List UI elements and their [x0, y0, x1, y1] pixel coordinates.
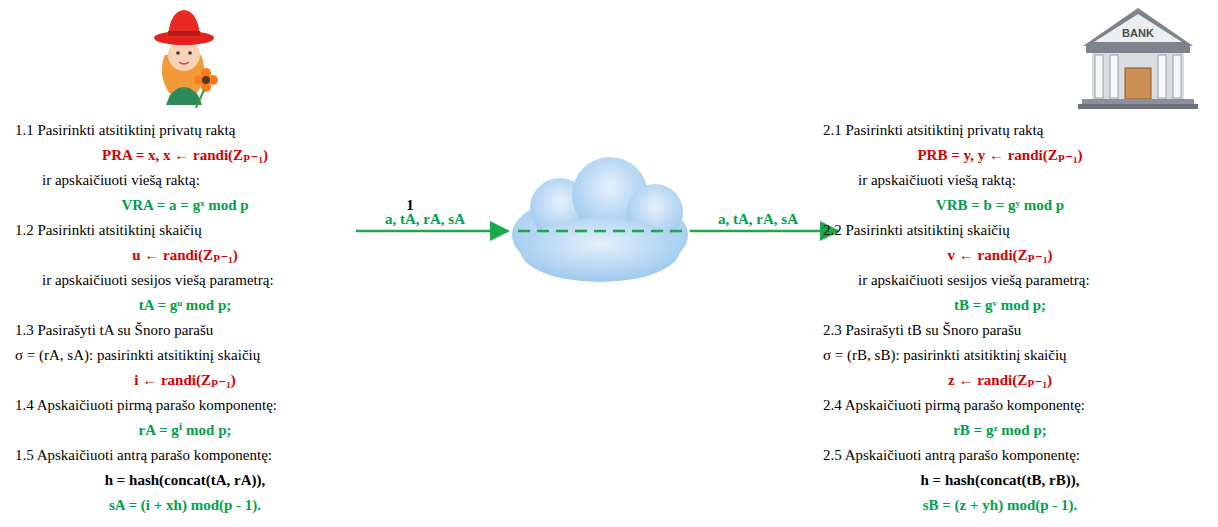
- formula: PRB = y, y ← randi(Zₚ₋₁): [917, 146, 1082, 164]
- formula: i ← randi(Zₚ₋₁): [134, 371, 236, 389]
- formula: z ← randi(Zₚ₋₁): [948, 371, 1052, 389]
- step-text: 2.2 Pasirinkti atsitiktinį skaičių: [823, 221, 1010, 239]
- step-text: ir apskaičiuoti viešą raktą:: [858, 171, 1016, 189]
- step-text: 2.3 Pasirašyti tB su Šnoro parašu: [823, 321, 1021, 339]
- step-text: ir apskaičiuoti sesijos viešą parametrą:: [42, 271, 274, 289]
- step-text: σ = (rA, sA): pasirinkti atsitiktinį ska…: [15, 346, 260, 364]
- step-text: 1.5 Apskaičiuoti antrą parašo komponentę…: [15, 446, 272, 464]
- formula: VRA = a = gˣ mod p: [121, 196, 248, 214]
- message-label: a, tA, rA, sA: [718, 210, 798, 228]
- network-cloud: [512, 157, 688, 282]
- message-arrow: [690, 230, 838, 233]
- step-text: 2.1 Pasirinkti atsitiktinį privatų raktą: [823, 121, 1043, 139]
- bank-label-box: BANK: [1113, 26, 1163, 40]
- formula: sA = (i + xh) mod(p - 1).: [109, 496, 261, 514]
- step-text: ir apskaičiuoti viešą raktą:: [42, 171, 200, 189]
- girl-icon: [154, 10, 218, 108]
- step-text: 1.2 Pasirinkti atsitiktinį skaičių: [15, 221, 202, 239]
- message-arrow: [356, 230, 508, 233]
- bank-icon: [1078, 8, 1198, 109]
- formula: tB = gᵛ mod p;: [954, 296, 1046, 314]
- bank-sign: BANK: [1122, 27, 1154, 39]
- formula: sB = (z + yh) mod(p - 1).: [923, 496, 1078, 514]
- step-text: σ = (rB, sB): pasirinkti atsitiktinį ska…: [823, 346, 1067, 364]
- step-text: 1.4 Apskaičiuoti pirmą parašo komponentę…: [15, 396, 277, 414]
- formula: v ← randi(Zₚ₋₁): [948, 246, 1053, 264]
- formula: h = hash(concat(tB, rB)),: [921, 471, 1080, 489]
- formula: PRA = x, x ← randi(Zₚ₋₁): [102, 146, 268, 164]
- step-text: 1.1 Pasirinkti atsitiktinį privatų raktą: [15, 121, 235, 139]
- message-label: a, tA, rA, sA: [385, 210, 465, 228]
- formula: rB = gᶻ mod p;: [953, 421, 1047, 439]
- formula: rA = gⁱ mod p;: [139, 421, 232, 439]
- formula: h = hash(concat(tA, rA)),: [105, 471, 266, 489]
- step-text: 2.5 Apskaičiuoti antrą parašo komponentę…: [823, 446, 1080, 464]
- step-text: 1.3 Pasirašyti tA su Šnoro parašu: [15, 321, 213, 339]
- dashed-line: [518, 230, 682, 233]
- formula: u ← randi(Zₚ₋₁): [132, 246, 238, 264]
- step-text: ir apskaičiuoti sesijos viešą parametrą:: [858, 271, 1090, 289]
- step-text: 2.4 Apskaičiuoti pirmą parašo komponentę…: [823, 396, 1085, 414]
- formula: VRB = b = gʸ mod p: [936, 196, 1064, 214]
- formula: tA = gᵘ mod p;: [139, 296, 232, 314]
